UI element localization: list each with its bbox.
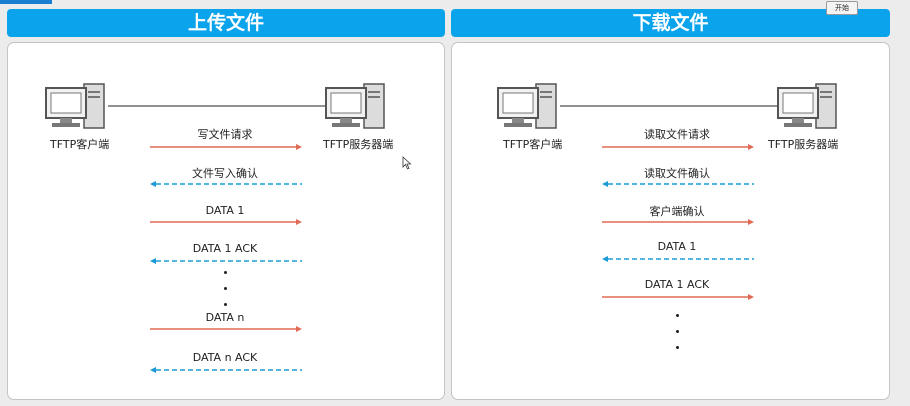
upload-arrow-4: [150, 258, 302, 264]
server-computer-icon: [777, 83, 837, 129]
download-ellipsis-dot: [676, 346, 679, 349]
download-client-label: TFTP客户端: [503, 138, 563, 151]
upload-header: 上传文件: [7, 9, 445, 37]
upload-msg-label-4: DATA 1 ACK: [192, 242, 258, 255]
download-arrow-4: [602, 256, 754, 262]
upload-client-label: TFTP客户端: [50, 138, 110, 151]
client-computer-icon: [45, 83, 105, 129]
top-accent-bar: [0, 0, 52, 4]
download-msg-label-2: 读取文件确认: [644, 167, 710, 180]
server-computer-icon: [325, 83, 385, 129]
upload-arrow-3: [150, 219, 302, 225]
upload-arrow-1: [150, 144, 302, 150]
upload-arrow-5: [150, 326, 302, 332]
upload-arrow-6: [150, 367, 302, 373]
download-arrow-1: [602, 144, 754, 150]
download-msg-label-4: DATA 1: [657, 240, 697, 253]
upload-msg-label-1: 写文件请求: [197, 128, 253, 141]
client-computer-icon: [497, 83, 557, 129]
download-arrow-5: [602, 294, 754, 300]
upload-msg-label-5: DATA n: [205, 311, 245, 324]
upload-server-label: TFTP服务器端: [323, 138, 394, 151]
upload-ellipsis-dot: [224, 303, 227, 306]
upload-arrow-2: [150, 181, 302, 187]
download-msg-label-3: 客户端确认: [649, 205, 705, 218]
upload-ellipsis-dot: [224, 271, 227, 274]
download-ellipsis-dot: [676, 314, 679, 317]
download-arrow-3: [602, 219, 754, 225]
mouse-cursor-icon: [402, 156, 412, 170]
upload-ellipsis-dot: [224, 287, 227, 290]
start-button[interactable]: 开始: [826, 1, 858, 15]
download-arrow-2: [602, 181, 754, 187]
upload-msg-label-2: 文件写入确认: [192, 167, 258, 180]
download-server-label: TFTP服务器端: [768, 138, 839, 151]
upload-msg-label-6: DATA n ACK: [192, 351, 258, 364]
download-msg-label-5: DATA 1 ACK: [644, 278, 710, 291]
download-msg-label-1: 读取文件请求: [644, 128, 710, 141]
download-header: 下载文件: [451, 9, 890, 37]
upload-msg-label-3: DATA 1: [205, 204, 245, 217]
download-ellipsis-dot: [676, 330, 679, 333]
